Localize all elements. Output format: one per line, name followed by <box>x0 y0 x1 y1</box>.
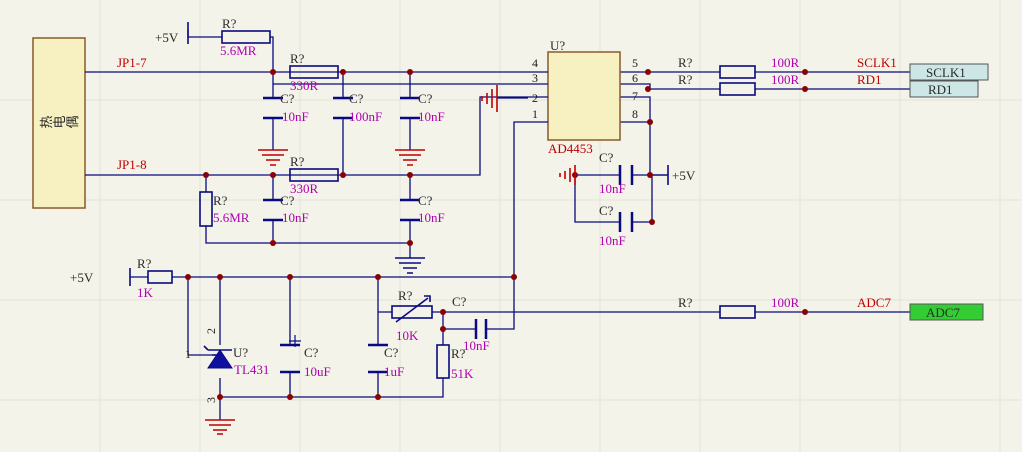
ports <box>909 63 989 321</box>
c2-value: 100nF <box>349 109 382 124</box>
thermocouple-connector[interactable]: 热电偶 <box>32 37 86 209</box>
c-10u-value: 10uF <box>304 364 331 379</box>
r-51k-value: 51K <box>451 366 474 381</box>
tl431-ref-label: U? <box>233 345 248 360</box>
resistors <box>147 30 756 379</box>
r-adc-value: 100R <box>771 295 800 310</box>
r-adc-ref: R? <box>678 295 693 310</box>
tl431-pin-1: 1 <box>185 347 191 361</box>
ic-pin-5: 5 <box>632 56 638 70</box>
ground-symbols <box>205 85 576 435</box>
r-5m6b-ref: R? <box>213 193 228 208</box>
capacitors <box>263 96 634 374</box>
ic-ref: U? <box>550 38 565 53</box>
net-jp1-8: JP1-8 <box>117 157 147 172</box>
c1-ref: C? <box>280 91 295 106</box>
r-rd-ref: R? <box>678 72 693 87</box>
r-top-ref: R? <box>222 16 237 31</box>
ic-pin-3: 3 <box>532 71 538 85</box>
r-330b-ref: R? <box>290 154 305 169</box>
c5-value: 10nF <box>418 210 445 225</box>
c3-ref: C? <box>418 91 433 106</box>
c4-ref: C? <box>280 193 295 208</box>
c1-value: 10nF <box>282 109 309 124</box>
r-top-value: 5.6MR <box>220 43 257 58</box>
c7-value: 10nF <box>599 233 626 248</box>
net-adc: ADC7 <box>857 295 891 310</box>
r-330a-value: 330R <box>290 78 319 93</box>
port-sclk: SCLK1 <box>926 65 966 80</box>
ic-part: AD4453 <box>548 141 593 156</box>
ic-pin-6: 6 <box>632 71 638 85</box>
c-adc-ref: C? <box>452 294 467 309</box>
c4-value: 10nF <box>282 210 309 225</box>
port-rd: RD1 <box>928 82 953 97</box>
c2-ref: C? <box>349 91 364 106</box>
net-rd: RD1 <box>857 72 882 87</box>
vcc-top: +5V <box>155 30 179 45</box>
r-sclk-ref: R? <box>678 55 693 70</box>
r-1k-value: 1K <box>137 285 154 300</box>
c-10u-ref: C? <box>304 345 319 360</box>
net-sclk: SCLK1 <box>857 55 897 70</box>
r-5m6b-value: 5.6MR <box>213 210 250 225</box>
c6-value: 10nF <box>599 181 626 196</box>
port-adc: ADC7 <box>926 305 960 320</box>
tl431-pin-2: 2 <box>204 328 218 334</box>
power-flags <box>129 22 669 286</box>
c-1u-ref: C? <box>384 345 399 360</box>
ad4453-ic[interactable] <box>528 51 621 141</box>
tl431-pin-3: 3 <box>204 397 218 403</box>
r-330a-ref: R? <box>290 51 305 66</box>
ic-pin-1: 1 <box>532 107 538 121</box>
c5-ref: C? <box>418 193 433 208</box>
c3-value: 10nF <box>418 109 445 124</box>
c6-ref: C? <box>599 150 614 165</box>
ic-pin-8: 8 <box>632 107 638 121</box>
c-1u-value: 1uF <box>384 364 404 379</box>
vcc-ref: +5V <box>70 270 94 285</box>
tl431-part: TL431 <box>234 362 269 377</box>
ic-pin-4: 4 <box>532 56 538 70</box>
r-51k-ref: R? <box>451 346 466 361</box>
r-pot-ref: R? <box>398 288 413 303</box>
r-1k-ref: R? <box>137 256 152 271</box>
r-sclk-value: 100R <box>771 55 800 70</box>
junctions <box>185 69 808 400</box>
ic-pin-7: 7 <box>632 89 638 103</box>
r-pot-value: 10K <box>396 328 419 343</box>
r-rd-value: 100R <box>771 72 800 87</box>
c-adc-value: 10nF <box>463 338 490 353</box>
net-jp1-7: JP1-7 <box>117 55 147 70</box>
thermocouple-label: 热电偶 <box>40 116 80 131</box>
c7-ref: C? <box>599 203 614 218</box>
vcc-ic: +5V <box>672 168 696 183</box>
tl431-ref[interactable] <box>203 345 233 369</box>
r-330b-value: 330R <box>290 181 319 196</box>
ic-pin-2: 2 <box>532 91 538 105</box>
